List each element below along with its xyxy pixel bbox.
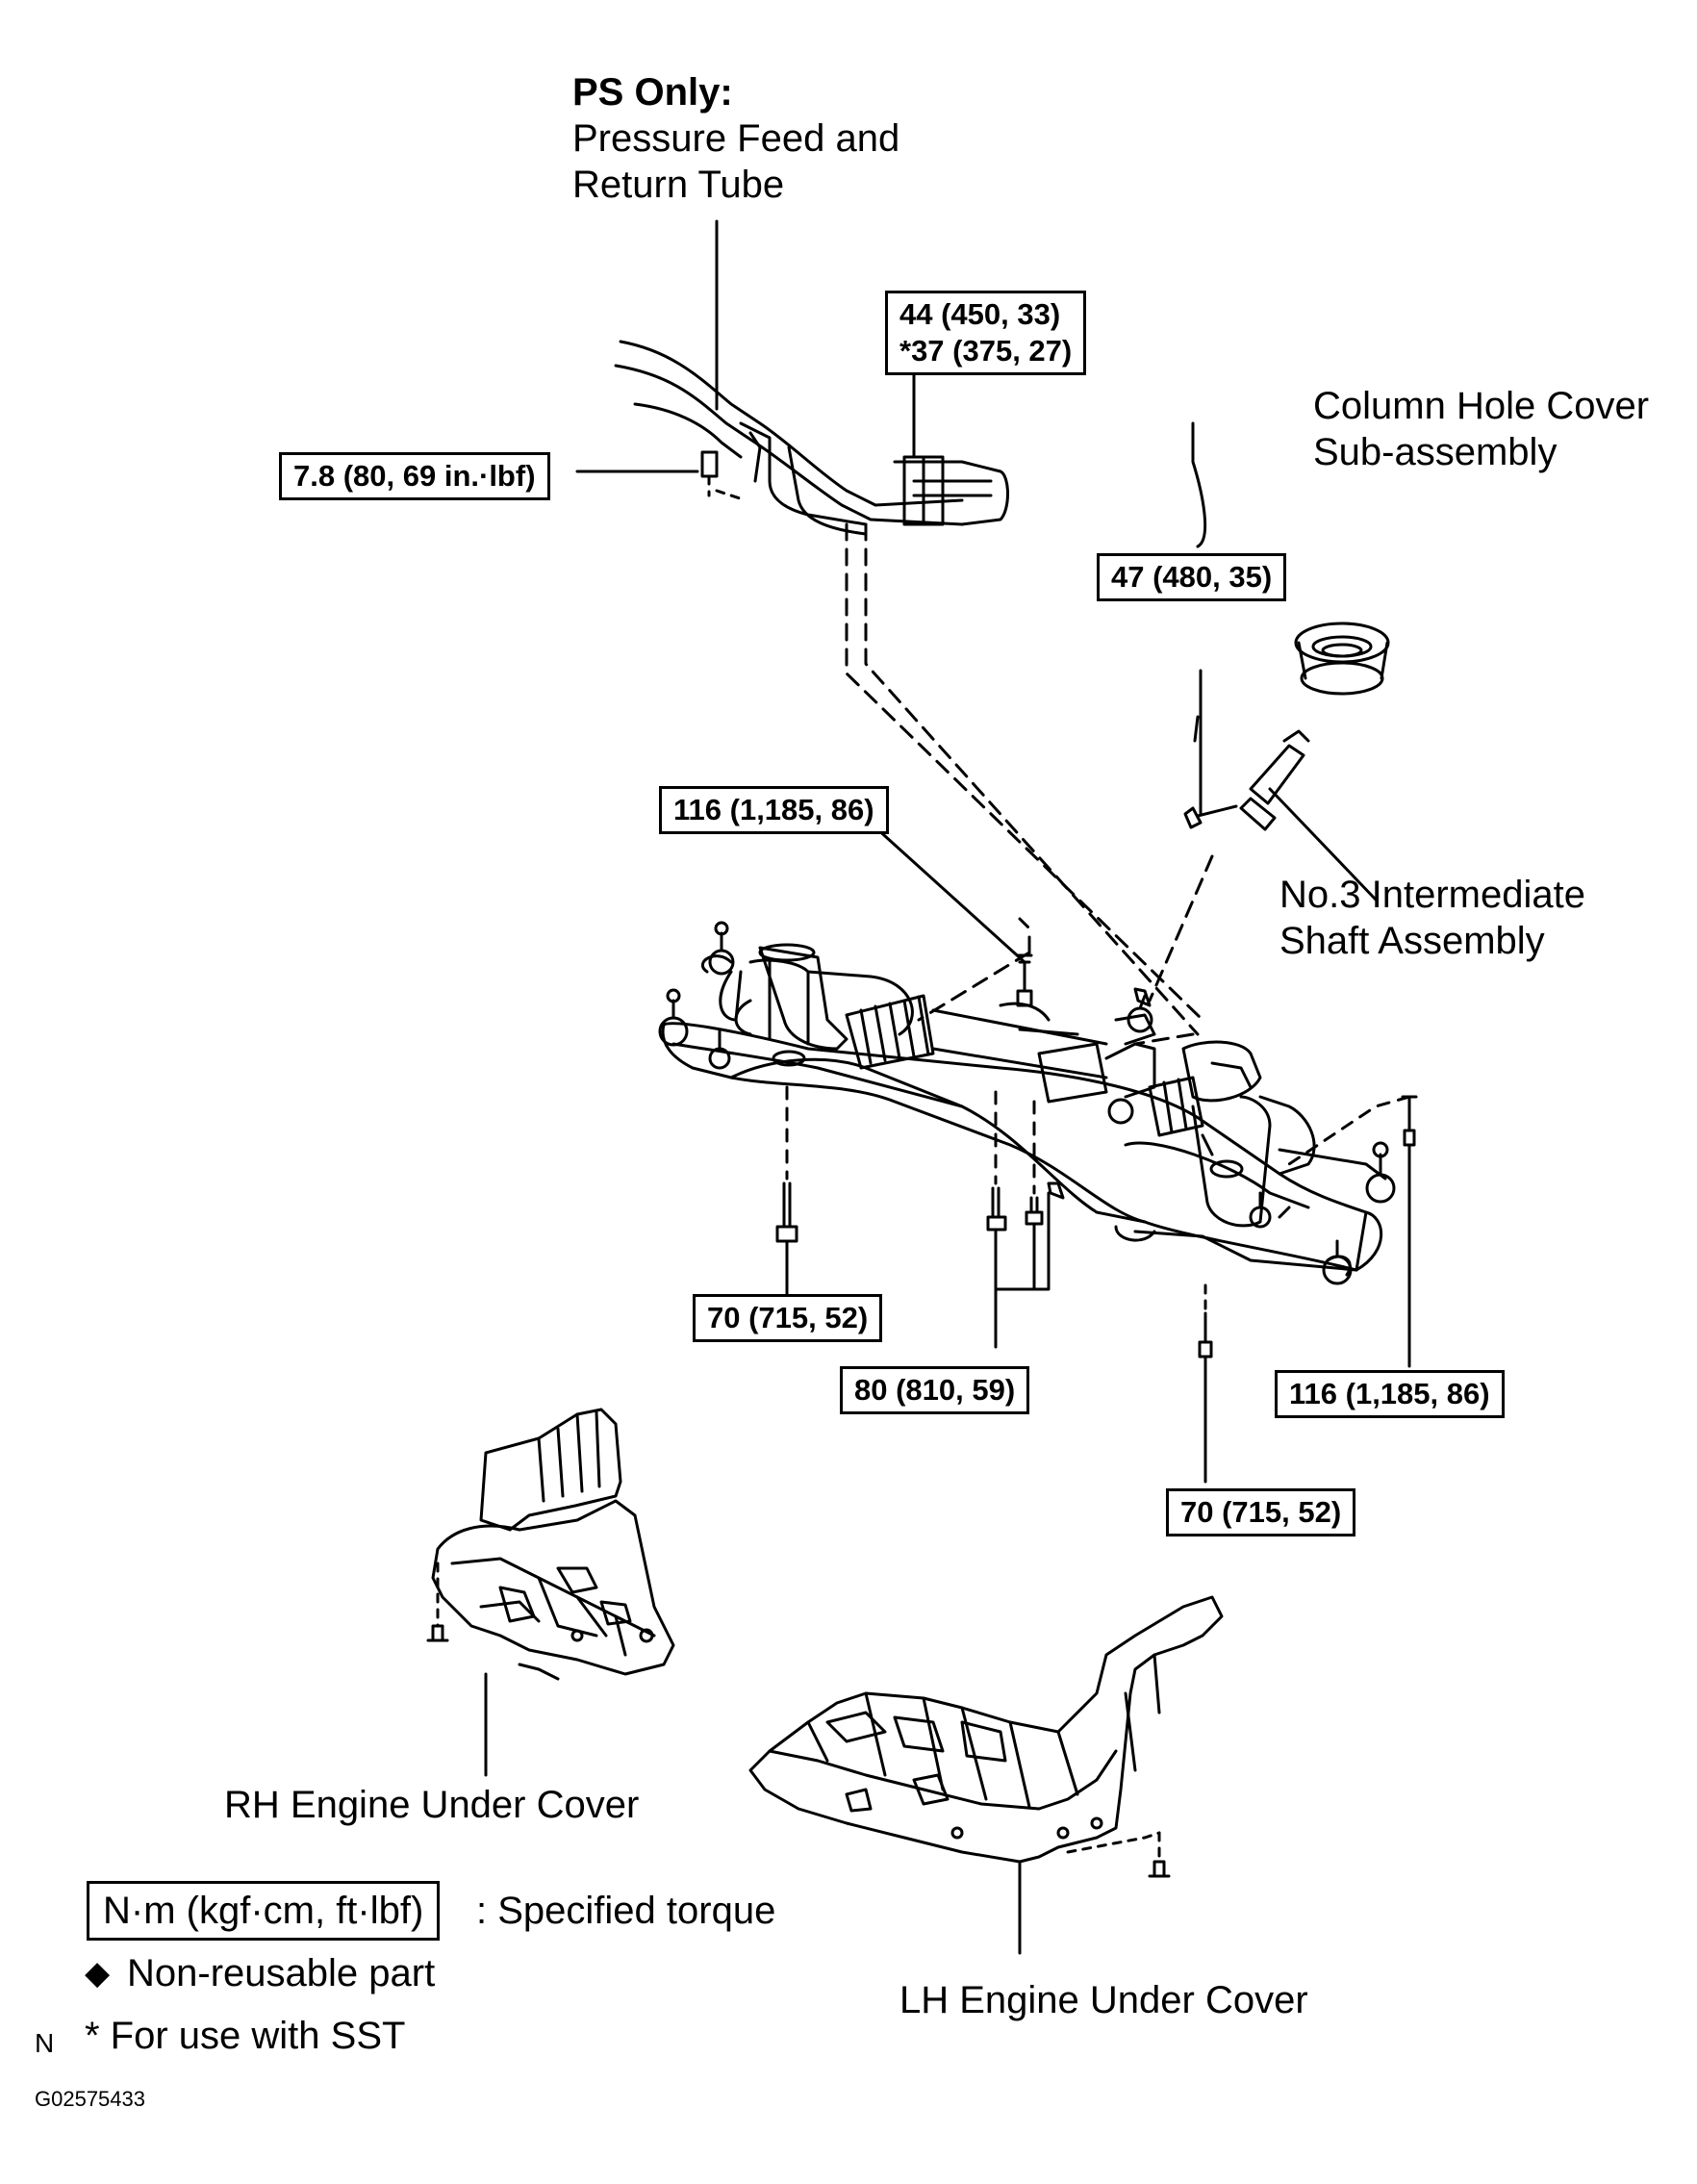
pressure-tube-assembly [614, 340, 1009, 536]
legend-specified-torque: : Specified torque [476, 1890, 776, 1932]
pressure-feed-label-line2: Return Tube [572, 164, 785, 206]
torque-box-center: 80 (810, 59) [840, 1366, 1030, 1414]
torque-box-rear-right: 70 (715, 52) [1166, 1488, 1356, 1536]
rh-under-cover-drawing [426, 1408, 675, 1777]
legend-torque-unit-box: N·m (kgf·cm, ft·lbf) [87, 1881, 441, 1941]
intermediate-shaft-drawing [1183, 729, 1310, 831]
dashed-routing [845, 522, 1214, 1046]
lh-under-cover-drawing [748, 1595, 1224, 1955]
n-mark: N [35, 2028, 55, 2058]
torque-box-rear-left: 70 (715, 52) [693, 1294, 883, 1342]
crossmember-drawing [658, 921, 1396, 1285]
torque-box-tube-union: 44 (450, 33) *37 (375, 27) [885, 291, 1087, 375]
column-hole-cover-drawing [1294, 622, 1390, 696]
column-hole-cover-label-line2: Sub-assembly [1313, 431, 1558, 473]
figure-id: G02575433 [35, 2087, 145, 2111]
torque-box-clamp-bolt: 7.8 (80, 69 in.·lbf) [279, 452, 550, 500]
torque-box-rack-upper: 116 (1,185, 86) [659, 786, 889, 834]
torque-value-sst: *37 (375, 27) [899, 334, 1073, 368]
torque-box-shaft-bolt: 47 (480, 35) [1097, 553, 1287, 601]
torque-value: 44 (450, 33) [899, 297, 1061, 331]
rh-engine-under-cover-label: RH Engine Under Cover [224, 1784, 640, 1826]
column-hole-cover-label-line1: Column Hole Cover [1313, 385, 1650, 427]
lh-engine-under-cover-label: LH Engine Under Cover [899, 1979, 1308, 2021]
ps-only-label: PS Only: [572, 71, 733, 114]
pressure-feed-label-line1: Pressure Feed and [572, 117, 900, 160]
intermediate-shaft-label-line1: No.3 Intermediate [1279, 874, 1585, 916]
torque-box-rack-right: 116 (1,185, 86) [1275, 1370, 1505, 1418]
legend-non-reusable: Non-reusable part [127, 1952, 436, 1994]
crossmember-bolts [775, 917, 1418, 1484]
leader-lines-top [575, 219, 1378, 964]
legend-diamond-icon: ◆ [85, 1955, 111, 1992]
intermediate-shaft-label-line2: Shaft Assembly [1279, 920, 1545, 962]
legend-sst: * For use with SST [85, 2015, 406, 2057]
